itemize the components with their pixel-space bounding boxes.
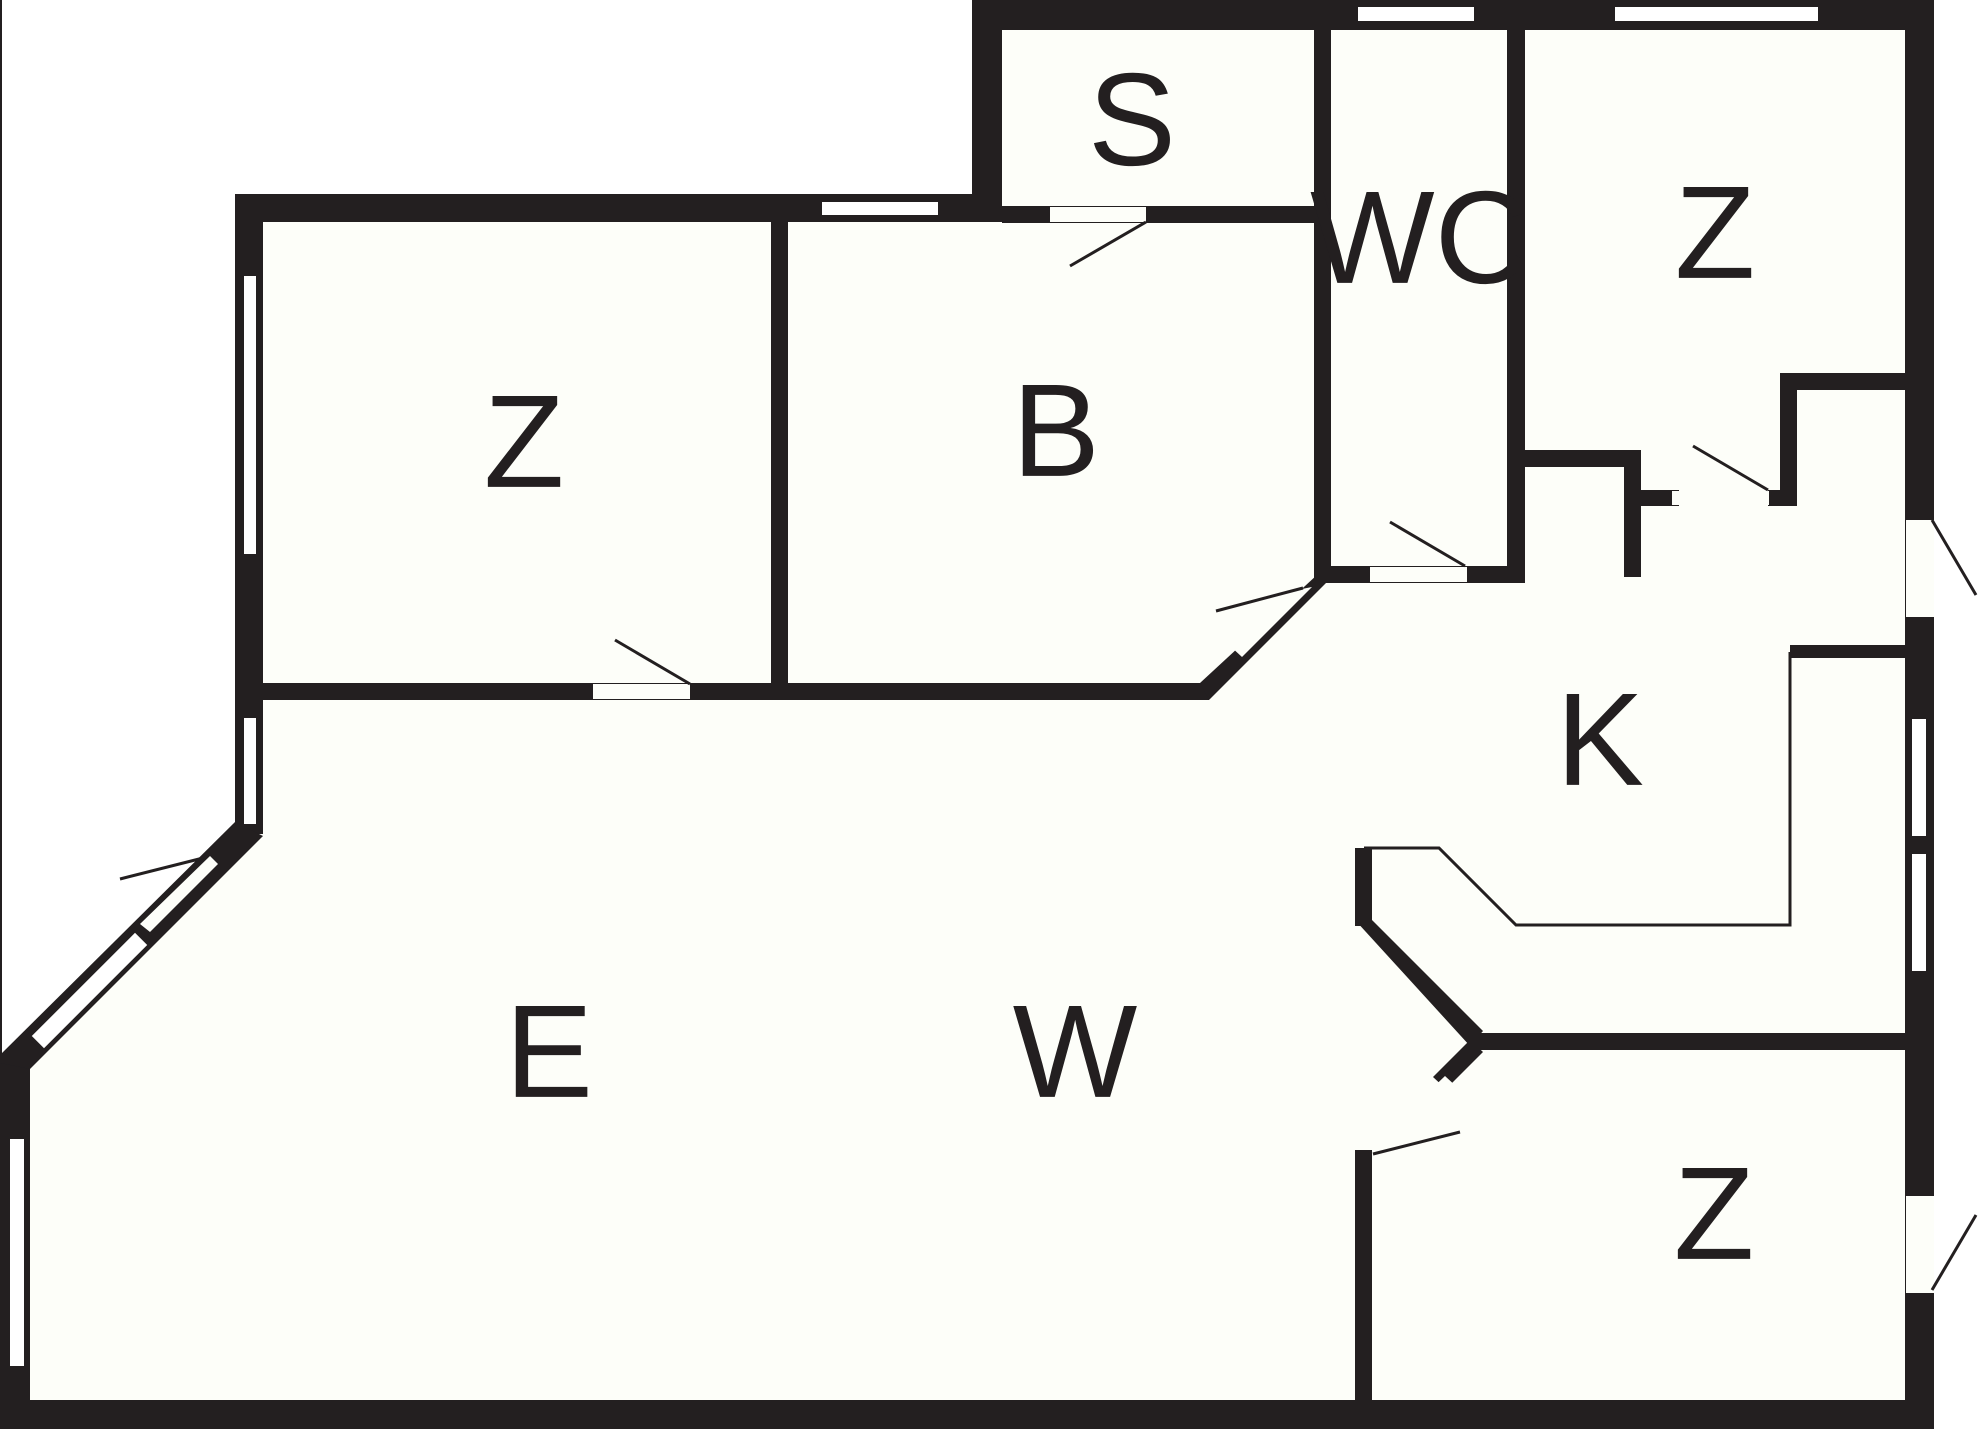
- room-label-storage: S: [1088, 46, 1176, 193]
- floor-areas: [30, 30, 1907, 1400]
- door-openings: [140, 207, 1934, 1293]
- room-label-bedroom-left: Z: [484, 368, 565, 515]
- interior-walls: [262, 30, 1907, 1429]
- room-label-kitchen: K: [1556, 666, 1644, 813]
- room-label-wc: WC: [1310, 164, 1530, 311]
- room-label-dining: E: [505, 978, 593, 1125]
- room-label-living: W: [1013, 978, 1138, 1125]
- door-swings: [119, 220, 1978, 1291]
- room-labels: S WC Z Z B K E W Z: [484, 46, 1756, 1287]
- room-label-bedroom-bottom-right: Z: [1674, 1140, 1755, 1287]
- windows: [6, 3, 1930, 1370]
- room-label-bedroom-top-right: Z: [1675, 159, 1756, 306]
- room-label-bathroom: B: [1012, 357, 1100, 504]
